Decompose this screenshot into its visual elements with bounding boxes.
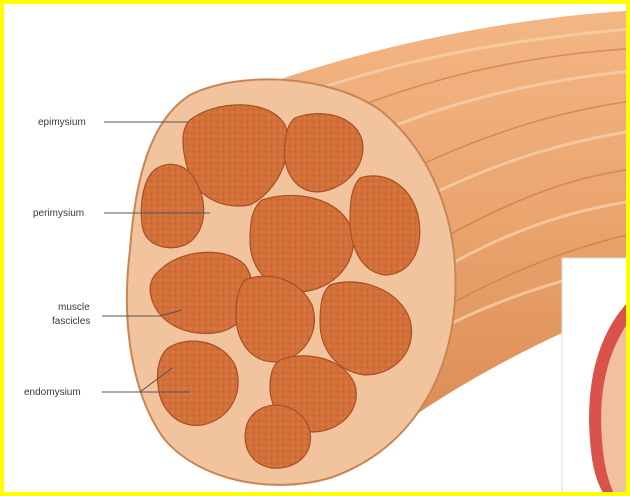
diagram-panel: epimysium perimysium muscle fascicles en… xyxy=(4,4,626,492)
label-epimysium: epimysium xyxy=(38,117,86,128)
second-muscle-illustration-fragment xyxy=(562,258,626,492)
label-endomysium: endomysium xyxy=(24,387,81,398)
muscle-diagram-svg: epimysium perimysium muscle fascicles en… xyxy=(4,4,626,492)
label-muscle-line2: fascicles xyxy=(52,316,90,327)
label-muscle-line1: muscle xyxy=(58,302,90,313)
label-perimysium: perimysium xyxy=(33,208,84,219)
